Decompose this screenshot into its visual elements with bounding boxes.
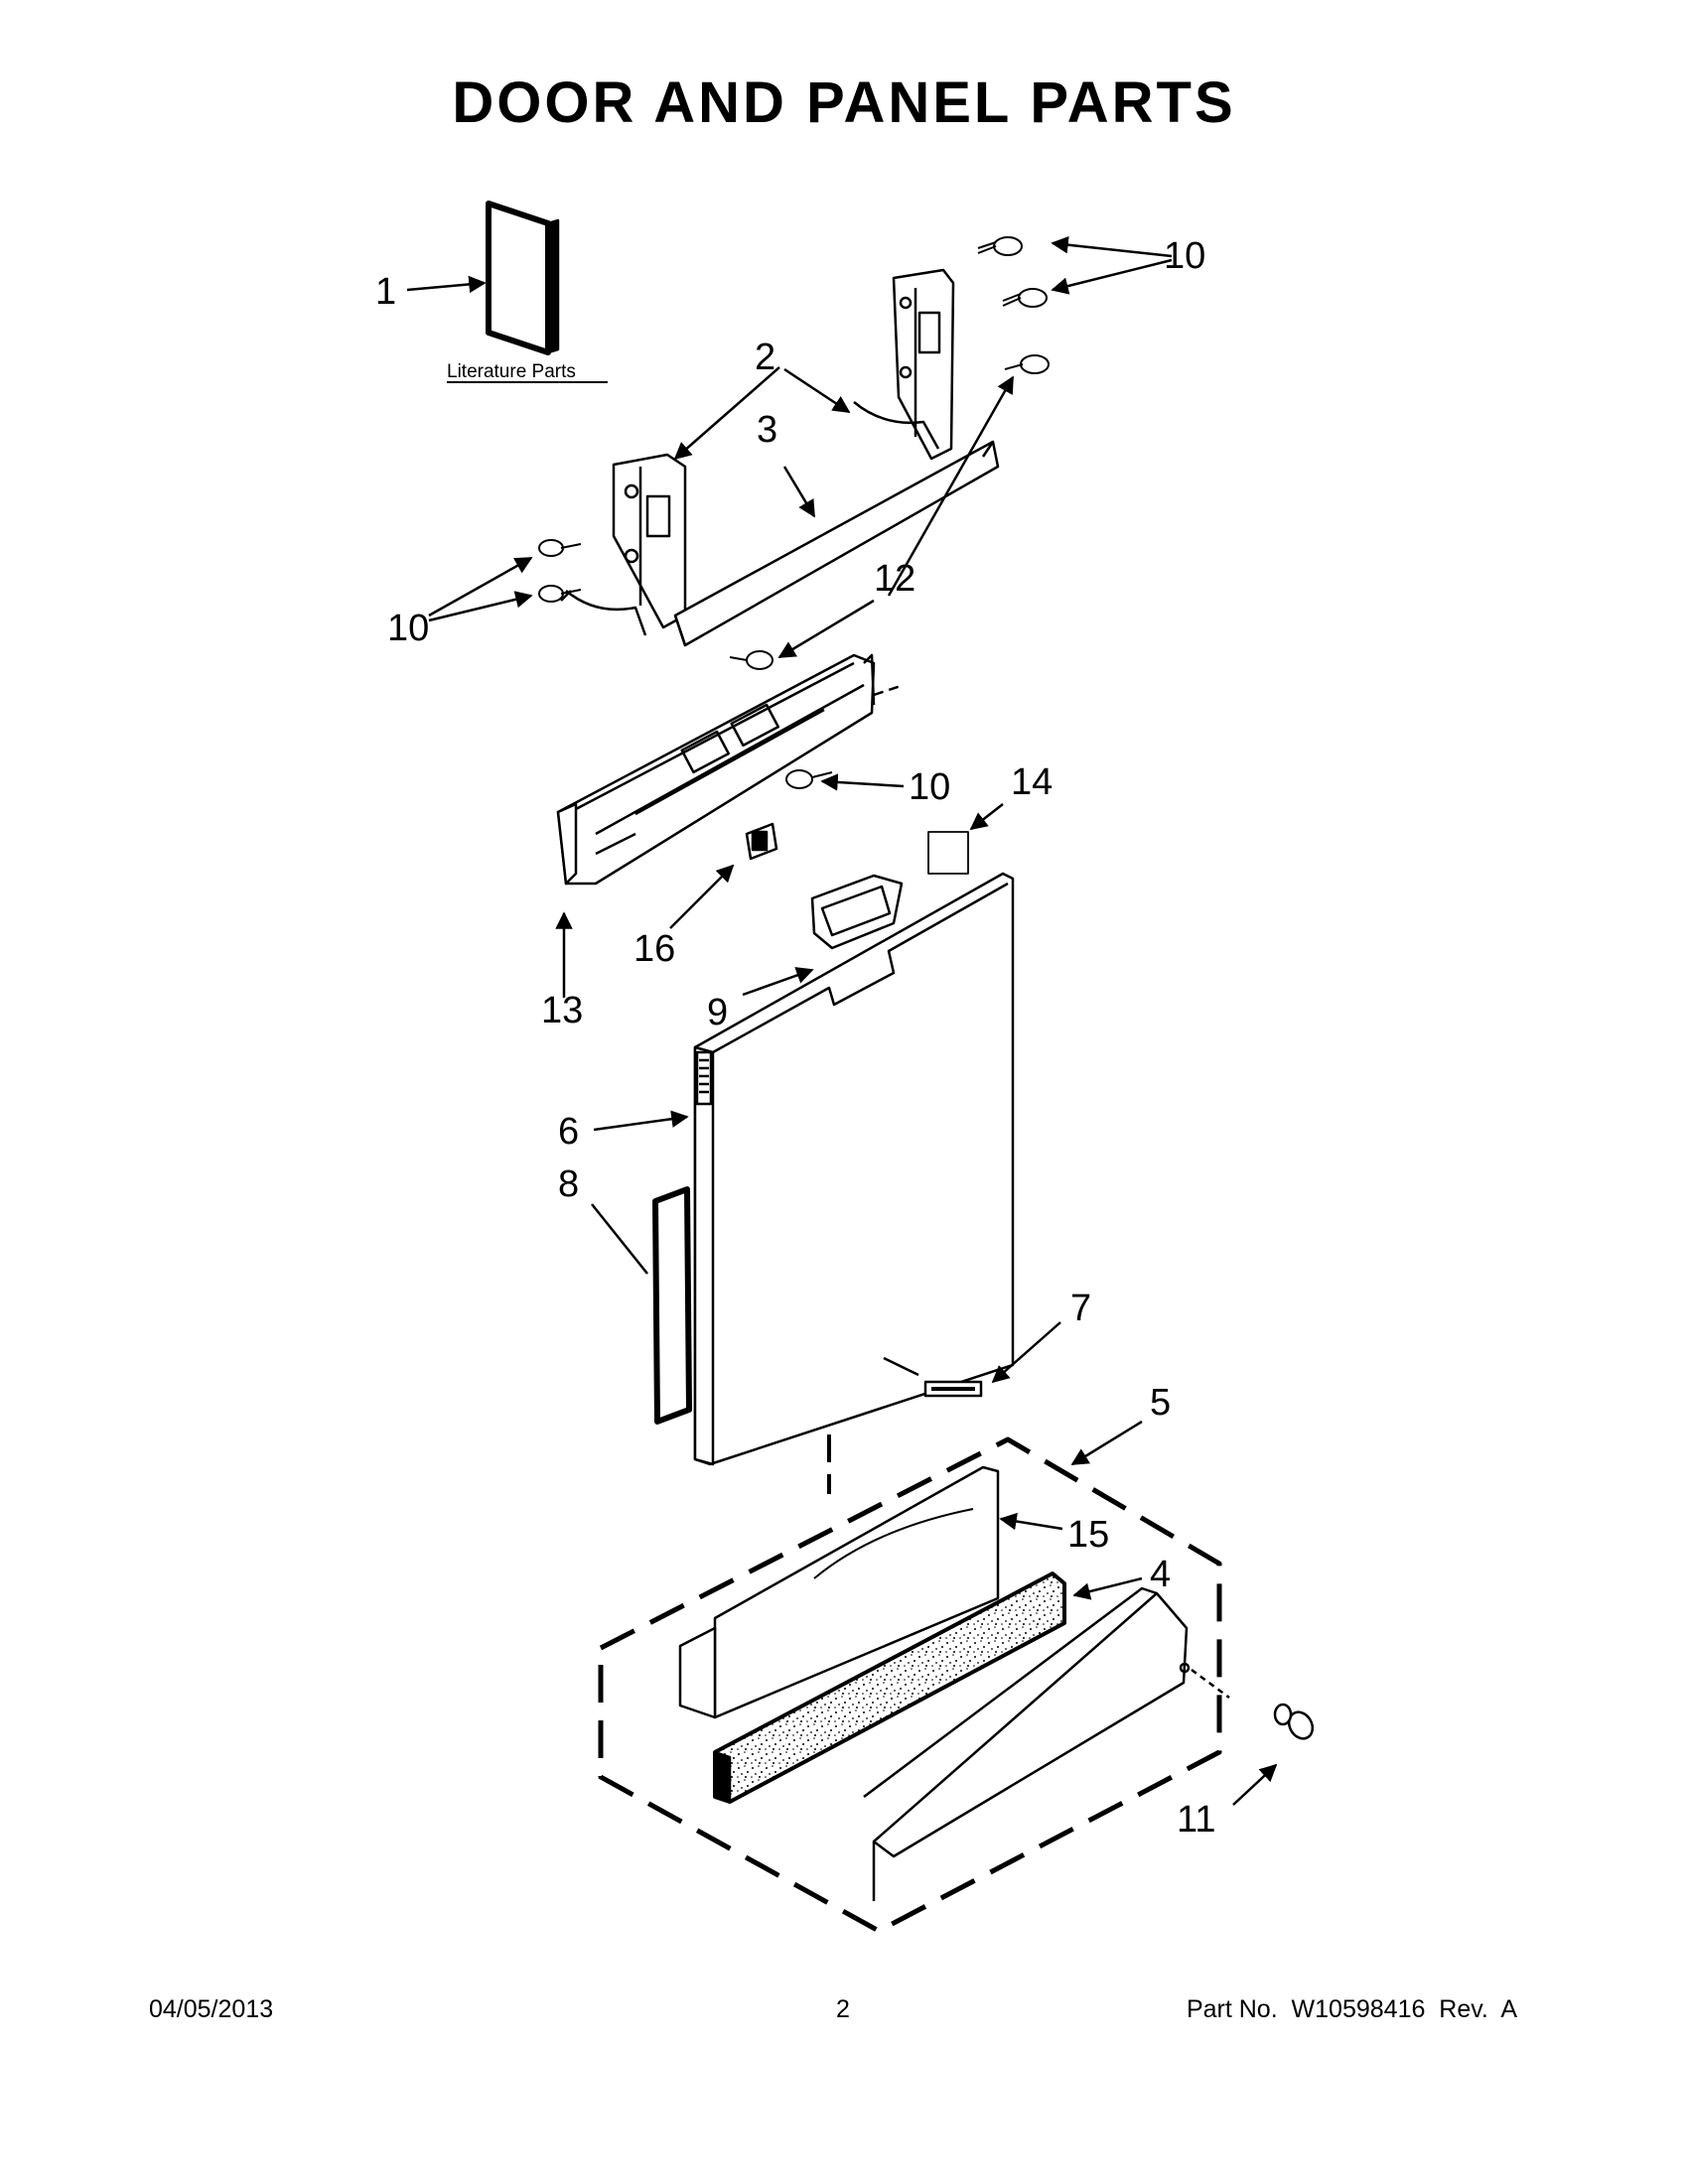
callout-10-top: 10 xyxy=(1164,235,1205,277)
hinge-screws xyxy=(538,236,1050,789)
door-badge xyxy=(883,1356,983,1398)
callout-5: 5 xyxy=(1150,1382,1171,1424)
callout-16: 16 xyxy=(633,928,675,970)
door-crossbar xyxy=(673,440,1000,647)
toe-panel-screw xyxy=(1273,1703,1315,1740)
insulation-block xyxy=(678,1465,1000,1719)
door-handle xyxy=(810,874,904,993)
pad xyxy=(927,831,969,875)
callout-3: 3 xyxy=(757,409,777,451)
literature-parts-label: Literature Parts xyxy=(447,361,576,382)
literature-booklet xyxy=(486,201,560,355)
callout-2: 2 xyxy=(755,337,775,378)
callout-15: 15 xyxy=(1067,1514,1109,1556)
callout-6: 6 xyxy=(558,1111,579,1153)
hinge-bracket-right xyxy=(853,268,955,461)
callout-leaders xyxy=(406,235,1278,1806)
callout-4: 4 xyxy=(1150,1554,1171,1595)
footer-date: 04/05/2013 xyxy=(149,1995,274,2023)
footer-part-number: Part No. W10598416 Rev. A xyxy=(1186,1995,1517,2023)
footer-page-number: 2 xyxy=(836,1995,850,2023)
foam-strip xyxy=(713,1571,1066,1804)
callout-9: 9 xyxy=(707,992,728,1033)
hinge-bracket-left xyxy=(560,453,687,636)
callout-14: 14 xyxy=(1011,761,1053,803)
callout-1: 1 xyxy=(375,271,396,313)
toe-kit-outline xyxy=(598,1436,1222,1934)
door-gasket xyxy=(652,1186,692,1425)
callout-7: 7 xyxy=(1070,1288,1091,1329)
control-console-assembly xyxy=(556,653,905,886)
latch-clip xyxy=(745,822,778,861)
callout-10-left: 10 xyxy=(387,608,429,649)
callout-12: 12 xyxy=(874,558,915,600)
callout-13: 13 xyxy=(541,990,583,1031)
outer-door-panel xyxy=(693,872,1015,1466)
callout-10-mid: 10 xyxy=(909,766,950,808)
page-title: DOOR AND PANEL PARTS xyxy=(452,70,1236,135)
callout-8: 8 xyxy=(558,1163,579,1205)
toe-panel xyxy=(863,1586,1230,1901)
callout-11: 11 xyxy=(1177,1799,1215,1841)
